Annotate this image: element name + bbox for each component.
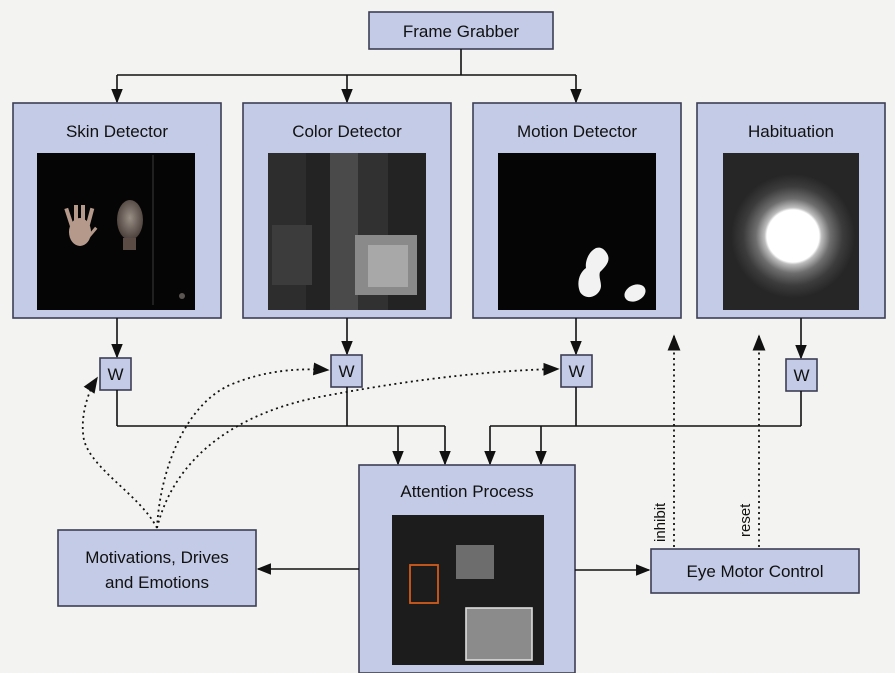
motion-detector-label: Motion Detector: [517, 122, 637, 141]
attention-output-arrows: [256, 563, 651, 576]
eye-motor-control-label: Eye Motor Control: [687, 562, 824, 581]
color-detector-label: Color Detector: [292, 122, 402, 141]
attention-process-node: Attention Process: [358, 464, 576, 673]
habituation-label: Habituation: [748, 122, 834, 141]
attention-process-image: [392, 515, 544, 665]
habituation-image: [723, 153, 859, 310]
frame-grabber-label: Frame Grabber: [403, 22, 520, 41]
attention-process-label: Attention Process: [400, 482, 533, 501]
skin-detector-node: Skin Detector: [12, 102, 222, 319]
skin-detector-label: Skin Detector: [66, 122, 168, 141]
weight-motion-label: W: [568, 362, 584, 381]
detector-to-weight-arrows: [111, 318, 807, 360]
weight-habituation: W: [785, 358, 818, 392]
weight-to-attention-connectors: [116, 387, 802, 466]
weight-motion: W: [560, 354, 593, 388]
weight-color: W: [330, 354, 363, 388]
motivations-label-line1: Motivations, Drives: [85, 548, 229, 567]
weight-skin: W: [99, 357, 132, 391]
weight-color-label: W: [338, 362, 354, 381]
frame-grabber-node: Frame Grabber: [368, 11, 554, 50]
motion-detector-image: [498, 153, 656, 310]
skin-detector-image: [37, 153, 195, 310]
weight-habituation-label: W: [793, 366, 809, 385]
motion-detector-node: Motion Detector: [472, 102, 682, 319]
color-detector-image: [268, 153, 426, 310]
habituation-node: Habituation: [696, 102, 886, 319]
motivations-node: Motivations, Drives and Emotions: [57, 529, 257, 607]
eye-motor-control-node: Eye Motor Control: [650, 548, 860, 594]
inhibit-label: inhibit: [652, 502, 669, 542]
weight-skin-label: W: [107, 365, 123, 384]
eye-motor-feedback-arrows: [667, 334, 766, 547]
reset-label: reset: [737, 503, 754, 537]
frame-grabber-connectors: [111, 49, 582, 104]
motivation-feedback-arrows: [81, 362, 560, 529]
motivations-label-line2: and Emotions: [105, 573, 209, 592]
color-detector-node: Color Detector: [242, 102, 452, 319]
